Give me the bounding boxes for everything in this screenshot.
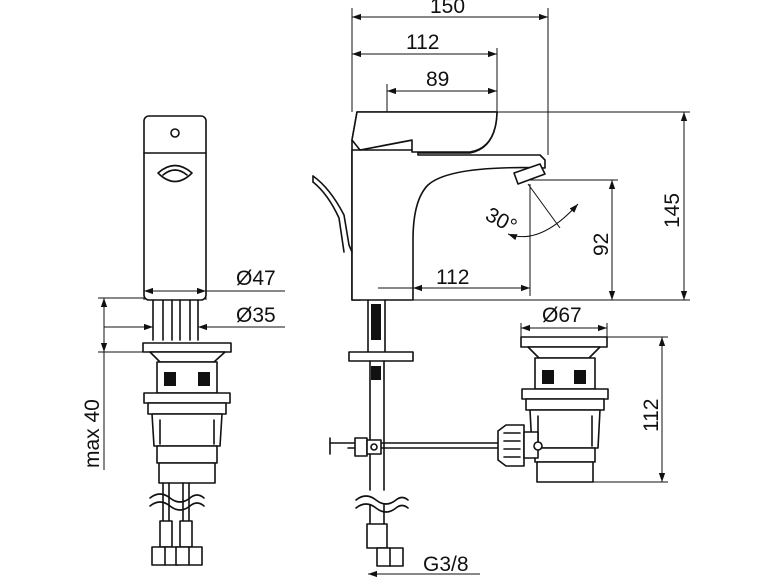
spout-reach-label: 112 <box>436 266 469 289</box>
dia-waste-label: Ø67 <box>542 304 582 327</box>
dia-inner-label: Ø35 <box>236 304 276 327</box>
waste-height-label: 112 <box>640 399 663 432</box>
max-thickness-label: max 40 <box>81 399 104 468</box>
waste-view: Ø67 112 <box>497 304 668 483</box>
lever-handle <box>351 111 498 153</box>
front-view: G3/8 150 112 89 145 92 30° 112 <box>312 0 690 578</box>
height-label: 145 <box>661 193 684 228</box>
angle-label: 30° <box>482 203 521 238</box>
faucet-body-side <box>143 115 207 301</box>
spout-length-label: 112 <box>406 31 439 54</box>
width-total-label: 150 <box>430 0 465 18</box>
spout-height-label: 92 <box>590 233 613 256</box>
indicator-dot <box>170 128 180 138</box>
side-view: Ø47 Ø35 max 40 <box>81 115 285 566</box>
handle-length-label: 89 <box>426 68 449 91</box>
dia-body-label: Ø47 <box>236 267 276 290</box>
connection-label: G3/8 <box>423 553 469 576</box>
